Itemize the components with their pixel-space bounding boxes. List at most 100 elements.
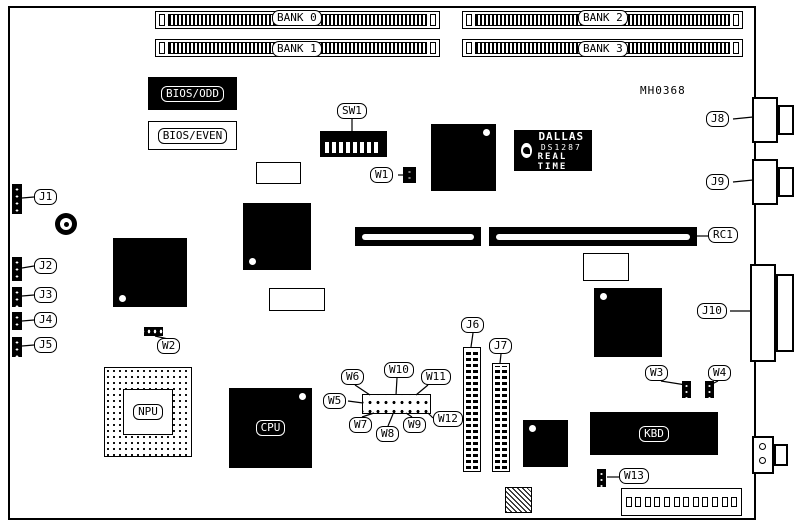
- dallas-part: DS1287: [540, 142, 582, 152]
- power-pin: [692, 497, 699, 507]
- j4-callout: J4: [34, 312, 58, 328]
- pin-column: [495, 366, 500, 469]
- qfp-chip-4: [594, 288, 662, 357]
- j8-callout: J8: [706, 111, 730, 127]
- j10-connector-port: [776, 274, 794, 352]
- w5-callout: W5: [323, 393, 347, 409]
- dip-switch-pos: [332, 142, 336, 153]
- w11-callout: W11: [421, 369, 451, 385]
- j10-connector: [750, 264, 776, 362]
- speaker-core: [63, 221, 69, 227]
- j8-connector-port: [778, 105, 794, 135]
- j9-connector: [752, 159, 778, 205]
- power-pin: [721, 497, 728, 507]
- oscillator-2: [269, 288, 325, 311]
- j10-callout: J10: [697, 303, 727, 319]
- power-pin: [673, 497, 680, 507]
- dip-switch-pos: [360, 142, 364, 153]
- board-part-number: MH0368: [640, 84, 686, 97]
- din-hole: [759, 443, 766, 450]
- w1-jumper: [403, 167, 416, 183]
- qfp-chip-1: [431, 124, 496, 191]
- dip-switch-pos: [325, 142, 329, 153]
- npu-center: NPU: [123, 389, 173, 435]
- w13-jumper: [597, 469, 606, 487]
- j8-connector: [752, 97, 778, 143]
- bank3-callout: BANK 3: [578, 41, 628, 57]
- j6-header: [463, 347, 481, 472]
- dallas-type: REAL TIME: [537, 151, 568, 172]
- j9-connector-port: [778, 167, 794, 197]
- speaker-icon: [55, 213, 77, 235]
- bios-odd-label: BIOS/ODD: [161, 85, 224, 102]
- sw1-callout: SW1: [337, 103, 367, 119]
- j7-callout: J7: [489, 338, 513, 354]
- w4-callout: W4: [708, 365, 732, 381]
- pin1-dot: [119, 295, 126, 302]
- pin-column: [473, 350, 478, 469]
- slot-clip: [733, 14, 739, 26]
- j3-connector: [12, 287, 22, 307]
- slot-clip: [430, 42, 436, 54]
- speaker-ring: [60, 218, 72, 230]
- w3-jumper: [682, 381, 691, 398]
- kbd-chip: KBD: [590, 412, 718, 455]
- slot-opening: [362, 233, 474, 240]
- sw1-dip-switch: [320, 131, 387, 157]
- j4-connector: [12, 312, 22, 330]
- npu-socket: NPU: [104, 367, 192, 457]
- dip-switch-pos: [339, 142, 343, 153]
- dallas-brand: DALLAS: [538, 129, 585, 143]
- power-connector: [621, 488, 742, 516]
- dip-switch-pos: [346, 142, 350, 153]
- j1-connector: [12, 184, 22, 214]
- bios-even-label: BIOS/EVEN: [157, 127, 228, 144]
- j5-callout: J5: [34, 337, 58, 353]
- dip-switch-pos: [374, 142, 378, 153]
- qfp-chip-2: [243, 203, 311, 270]
- w2-jumper: [144, 327, 163, 336]
- j7-header: [492, 363, 510, 472]
- dallas-rtc-chip: DALLAS DS1287 REAL TIME: [514, 129, 592, 172]
- rc1-slot-b: [489, 227, 697, 246]
- slot-clip: [430, 14, 436, 26]
- npu-label: NPU: [133, 404, 163, 420]
- dip-switch-pos: [353, 142, 357, 153]
- power-pin: [731, 497, 738, 507]
- pin1-dot: [249, 258, 256, 265]
- pin-column: [466, 350, 471, 469]
- j2-connector: [12, 257, 22, 281]
- cpu-chip: CPU: [229, 388, 312, 468]
- power-pin: [712, 497, 719, 507]
- w12-callout: W12: [433, 411, 463, 427]
- j1-callout: J1: [34, 189, 58, 205]
- slot-clip: [159, 14, 165, 26]
- j5-connector: [12, 337, 22, 357]
- bios-odd-chip: BIOS/ODD: [148, 77, 237, 110]
- power-pin: [625, 497, 632, 507]
- power-pin: [702, 497, 709, 507]
- board-outline: [8, 6, 756, 520]
- w5-w12-jumper-block: [362, 394, 431, 414]
- oscillator-3: [583, 253, 629, 281]
- slot-clip: [733, 42, 739, 54]
- w7-callout: W7: [349, 417, 373, 433]
- bank0-callout: BANK 0: [272, 10, 322, 26]
- dip-switch-pos: [367, 142, 371, 153]
- power-pin: [664, 497, 671, 507]
- j6-callout: J6: [461, 317, 485, 333]
- hatched-component: [505, 487, 532, 513]
- bios-even-chip: BIOS/EVEN: [148, 121, 237, 150]
- din-connector: [752, 436, 774, 474]
- qfp-chip-3: [113, 238, 187, 307]
- din-hole: [759, 457, 766, 464]
- w9-callout: W9: [403, 417, 427, 433]
- oscillator-1: [256, 162, 301, 184]
- dallas-logo-icon: [521, 143, 532, 158]
- small-chip: [523, 420, 568, 467]
- kbd-label: KBD: [639, 425, 669, 442]
- slot-opening: [496, 233, 690, 240]
- pin1-dot: [299, 393, 306, 400]
- power-pin: [683, 497, 690, 507]
